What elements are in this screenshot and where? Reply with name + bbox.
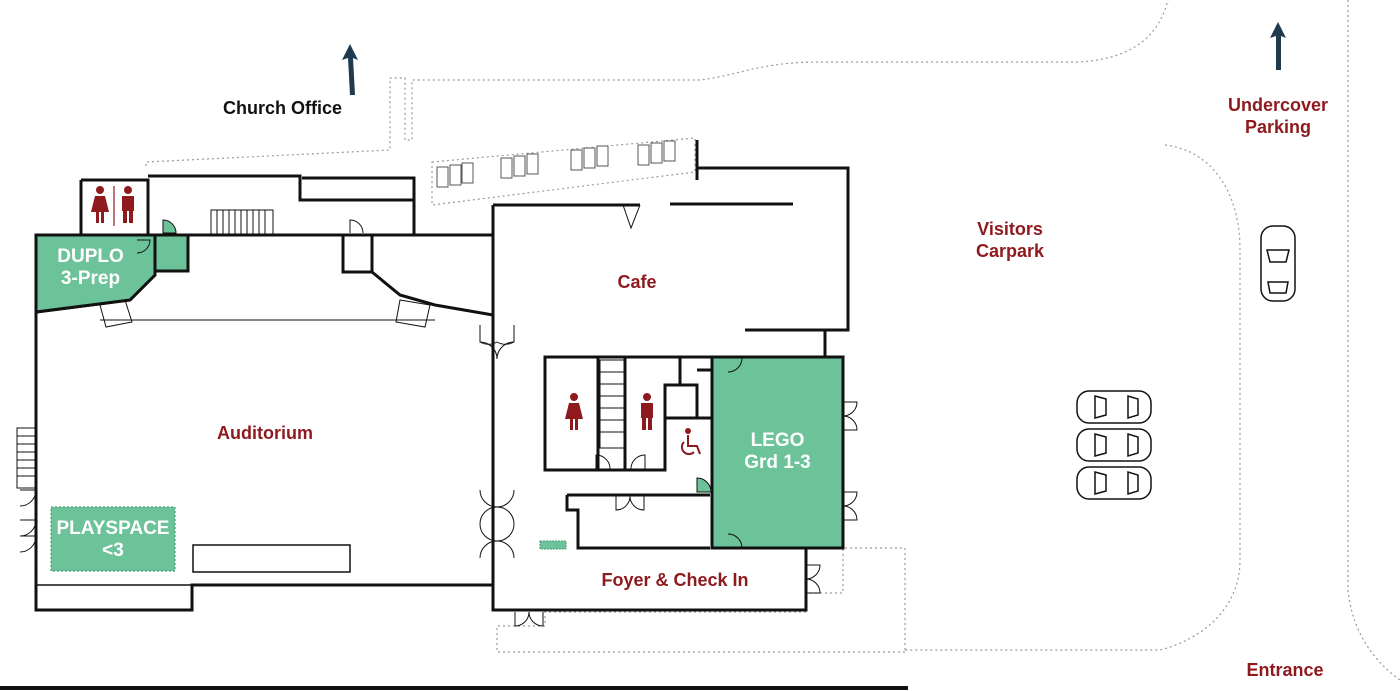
lego-line2: Grd 1-3 <box>744 452 811 473</box>
auditorium-label: Auditorium <box>217 423 313 443</box>
stairs-icon <box>16 209 626 489</box>
car-icon <box>1076 225 1296 500</box>
visitors-carpark-line1: Visitors <box>977 219 1043 239</box>
duplo-line2: 3-Prep <box>60 268 121 289</box>
church-office-label: Church Office <box>222 98 342 118</box>
lego-line1: LEGO <box>750 430 805 451</box>
north-arrow-icon <box>342 22 1286 95</box>
duplo-room <box>34 233 157 314</box>
playspace-line1: PLAYSPACE <box>56 518 170 539</box>
playspace-area <box>50 506 176 572</box>
kids-rooms <box>34 219 845 572</box>
duplo-line1: DUPLO <box>57 246 124 267</box>
lego-room <box>710 355 845 550</box>
undercover-parking-line2: Parking <box>1244 117 1312 137</box>
duplo-room-label: DUPLO 3-Prep <box>38 246 143 290</box>
foyer-check-in-label: Foyer & Check In <box>601 570 749 590</box>
playspace-label: PLAYSPACE <3 <box>51 518 175 562</box>
accessible-toilet-icon <box>680 428 701 456</box>
duplo-annex <box>153 233 190 273</box>
inner-rooms <box>543 355 714 550</box>
door-swing-icon <box>19 204 858 627</box>
undercover-parking-label: Undercover Parking <box>1208 94 1348 138</box>
playspace-line2: <3 <box>102 540 124 561</box>
visitors-carpark-line2: Carpark <box>975 241 1045 261</box>
cafe-label: Cafe <box>617 272 657 292</box>
female-toilet-icon <box>91 186 583 430</box>
visitors-carpark-label: Visitors Carpark <box>950 218 1070 262</box>
cafe-seating <box>436 140 676 188</box>
undercover-parking-line1: Undercover <box>1227 95 1329 115</box>
male-toilet-icon <box>122 186 653 430</box>
entrance-label: Entrance <box>1246 660 1324 680</box>
lego-room-label: LEGO Grd 1-3 <box>712 430 843 474</box>
